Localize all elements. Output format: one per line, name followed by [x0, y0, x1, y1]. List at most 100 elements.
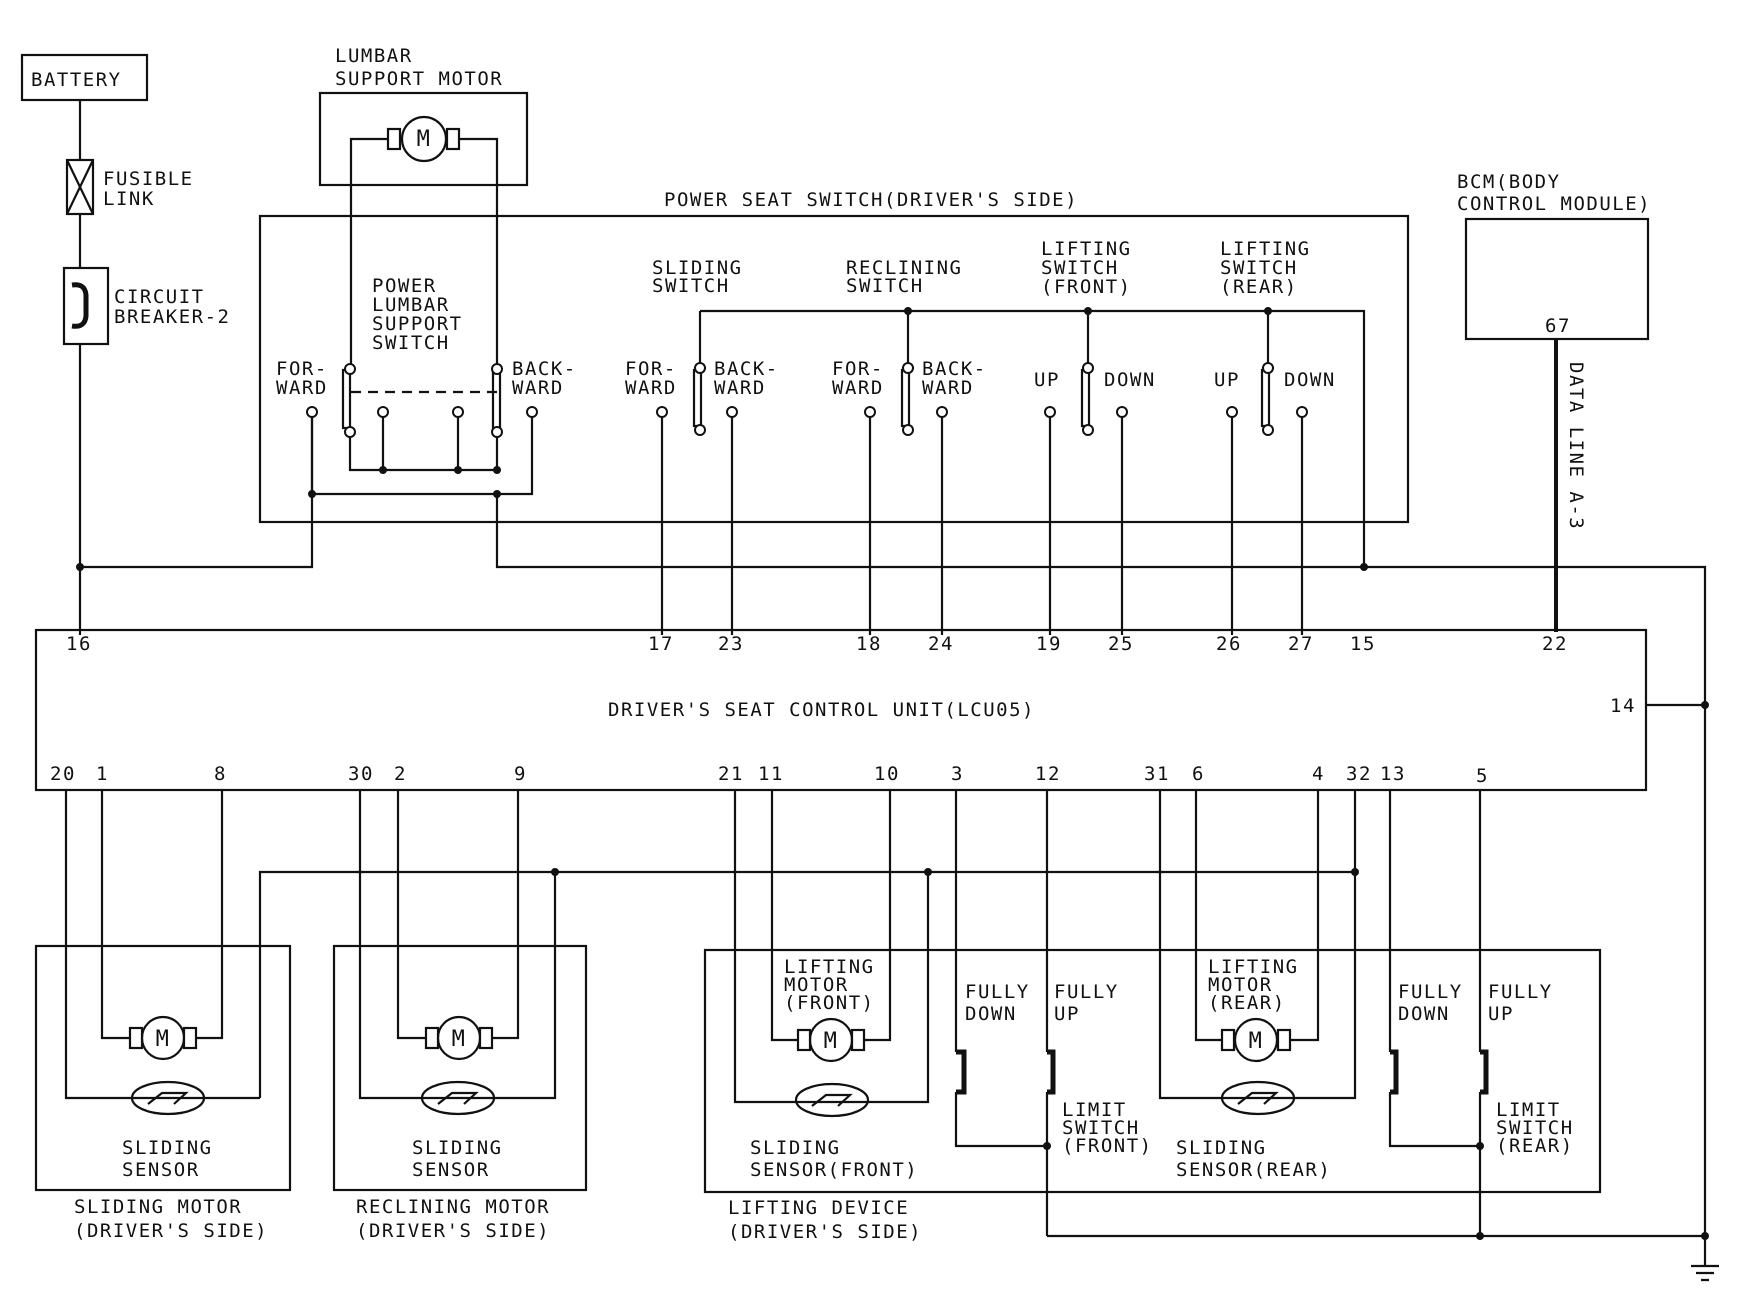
sensor-icon — [794, 1082, 870, 1118]
svg-text:FULLY: FULLY — [1488, 981, 1553, 1003]
svg-text:SENSOR(FRONT): SENSOR(FRONT) — [750, 1159, 918, 1181]
svg-text:25: 25 — [1108, 633, 1134, 655]
svg-text:13: 13 — [1380, 763, 1406, 785]
svg-text:SENSOR: SENSOR — [412, 1159, 490, 1181]
sliding-motor-unit: M SLIDING SENSOR SLIDING MOTOR (DRIVER'S… — [34, 790, 292, 1242]
svg-text:WARD: WARD — [512, 377, 564, 399]
motor-icon — [808, 1017, 854, 1063]
svg-text:20: 20 — [50, 763, 76, 785]
svg-text:SLIDING MOTOR: SLIDING MOTOR — [74, 1196, 242, 1218]
svg-text:(DRIVER'S SIDE): (DRIVER'S SIDE) — [74, 1220, 268, 1242]
svg-text:DOWN: DOWN — [1398, 1003, 1450, 1025]
svg-text:FULLY: FULLY — [1054, 981, 1119, 1003]
battery: BATTERY — [20, 53, 149, 102]
svg-text:(DRIVER'S SIDE): (DRIVER'S SIDE) — [728, 1221, 922, 1243]
svg-text:FOR-: FOR- — [832, 358, 884, 380]
svg-text:23: 23 — [718, 633, 744, 655]
svg-text:5: 5 — [1476, 765, 1489, 787]
svg-text:RECLINING: RECLINING — [846, 257, 962, 279]
svg-text:24: 24 — [928, 633, 954, 655]
svg-text:WARD: WARD — [714, 377, 766, 399]
svg-text:SWITCH: SWITCH — [1220, 257, 1298, 279]
svg-text:WARD: WARD — [276, 377, 328, 399]
svg-text:SENSOR: SENSOR — [122, 1159, 200, 1181]
sensor-icon — [130, 1080, 206, 1116]
svg-text:67: 67 — [1545, 315, 1571, 337]
motor-icon — [140, 1015, 186, 1061]
svg-text:26: 26 — [1216, 633, 1242, 655]
svg-text:FULLY: FULLY — [1398, 981, 1463, 1003]
svg-text:(REAR): (REAR) — [1220, 276, 1298, 298]
svg-text:M: M — [824, 1029, 839, 1054]
circuit-breaker: CIRCUIT BREAKER-2 — [62, 266, 230, 346]
svg-text:M: M — [156, 1027, 171, 1052]
svg-text:WARD: WARD — [625, 377, 677, 399]
svg-text:UP: UP — [1214, 369, 1240, 391]
svg-text:SWITCH: SWITCH — [1496, 1117, 1574, 1139]
svg-text:FULLY: FULLY — [965, 981, 1030, 1003]
svg-text:RECLINING MOTOR: RECLINING MOTOR — [356, 1196, 550, 1218]
sensor-icon — [420, 1080, 496, 1116]
svg-text:SWITCH: SWITCH — [652, 275, 730, 297]
svg-text:DOWN: DOWN — [965, 1003, 1017, 1025]
control-unit-label: DRIVER'S SEAT CONTROL UNIT(LCU05) — [608, 699, 1035, 721]
svg-text:(FRONT): (FRONT) — [784, 992, 875, 1014]
svg-text:SWITCH: SWITCH — [1062, 1117, 1140, 1139]
lumbar-support-motor: LUMBAR SUPPORT MOTOR M — [318, 45, 529, 371]
svg-text:32: 32 — [1346, 763, 1372, 785]
svg-text:LIFTING: LIFTING — [1220, 238, 1311, 260]
svg-text:BCM(BODY: BCM(BODY — [1457, 171, 1561, 193]
svg-text:16: 16 — [66, 633, 92, 655]
svg-text:DOWN: DOWN — [1104, 369, 1156, 391]
svg-text:WARD: WARD — [832, 377, 884, 399]
svg-text:LIMIT: LIMIT — [1062, 1099, 1127, 1121]
lifting-device: LIFTING DEVICE (DRIVER'S SIDE) M LIFTING… — [703, 790, 1602, 1243]
svg-text:6: 6 — [1192, 763, 1205, 785]
fusible-link-label-1: FUSIBLE — [103, 168, 194, 190]
svg-text:SLIDING: SLIDING — [652, 257, 743, 279]
svg-text:10: 10 — [874, 763, 900, 785]
power-seat-switch-title: POWER SEAT SWITCH(DRIVER'S SIDE) — [664, 189, 1078, 211]
svg-text:UP: UP — [1054, 1003, 1080, 1025]
svg-text:SWITCH: SWITCH — [846, 275, 924, 297]
svg-text:M: M — [452, 1027, 467, 1052]
svg-text:LIFTING: LIFTING — [1041, 238, 1132, 260]
circuit-breaker-label-2: BREAKER-2 — [114, 306, 230, 328]
svg-text:MOTOR: MOTOR — [784, 974, 849, 996]
motor-icon — [436, 1015, 482, 1061]
svg-text:22: 22 — [1542, 633, 1568, 655]
svg-text:12: 12 — [1035, 763, 1061, 785]
motor-icon — [1233, 1017, 1279, 1063]
battery-label: BATTERY — [31, 69, 122, 91]
svg-text:CONTROL MODULE): CONTROL MODULE) — [1457, 193, 1651, 215]
svg-text:(REAR): (REAR) — [1208, 992, 1286, 1014]
svg-text:BACK-: BACK- — [512, 358, 577, 380]
reclining-motor-unit: M SLIDING SENSOR RECLINING MOTOR (DRIVER… — [332, 790, 588, 1242]
svg-text:8: 8 — [214, 763, 227, 785]
svg-text:1: 1 — [96, 763, 109, 785]
svg-text:2: 2 — [394, 763, 407, 785]
svg-text:SWITCH: SWITCH — [372, 332, 450, 354]
svg-text:MOTOR: MOTOR — [1208, 974, 1273, 996]
svg-text:UP: UP — [1488, 1003, 1514, 1025]
svg-text:M: M — [417, 127, 432, 152]
sensor-icon — [1220, 1080, 1296, 1116]
svg-text:WARD: WARD — [922, 377, 974, 399]
svg-text:LIFTING: LIFTING — [784, 956, 875, 978]
svg-text:LUMBAR: LUMBAR — [372, 294, 450, 316]
svg-text:BACK-: BACK- — [714, 358, 779, 380]
svg-text:(REAR): (REAR) — [1496, 1135, 1574, 1157]
svg-text:18: 18 — [856, 633, 882, 655]
svg-text:LIMIT: LIMIT — [1496, 1099, 1561, 1121]
fusible-link-label-2: LINK — [103, 188, 155, 210]
svg-text:FOR-: FOR- — [625, 358, 677, 380]
svg-text:17: 17 — [648, 633, 674, 655]
power-seat-switch: POWER SEAT SWITCH(DRIVER'S SIDE) POWER L… — [258, 189, 1410, 567]
svg-text:21: 21 — [718, 763, 744, 785]
svg-text:FOR-: FOR- — [276, 358, 328, 380]
svg-text:11: 11 — [758, 763, 784, 785]
svg-text:27: 27 — [1288, 633, 1314, 655]
svg-text:9: 9 — [514, 763, 527, 785]
svg-text:(FRONT): (FRONT) — [1062, 1135, 1153, 1157]
